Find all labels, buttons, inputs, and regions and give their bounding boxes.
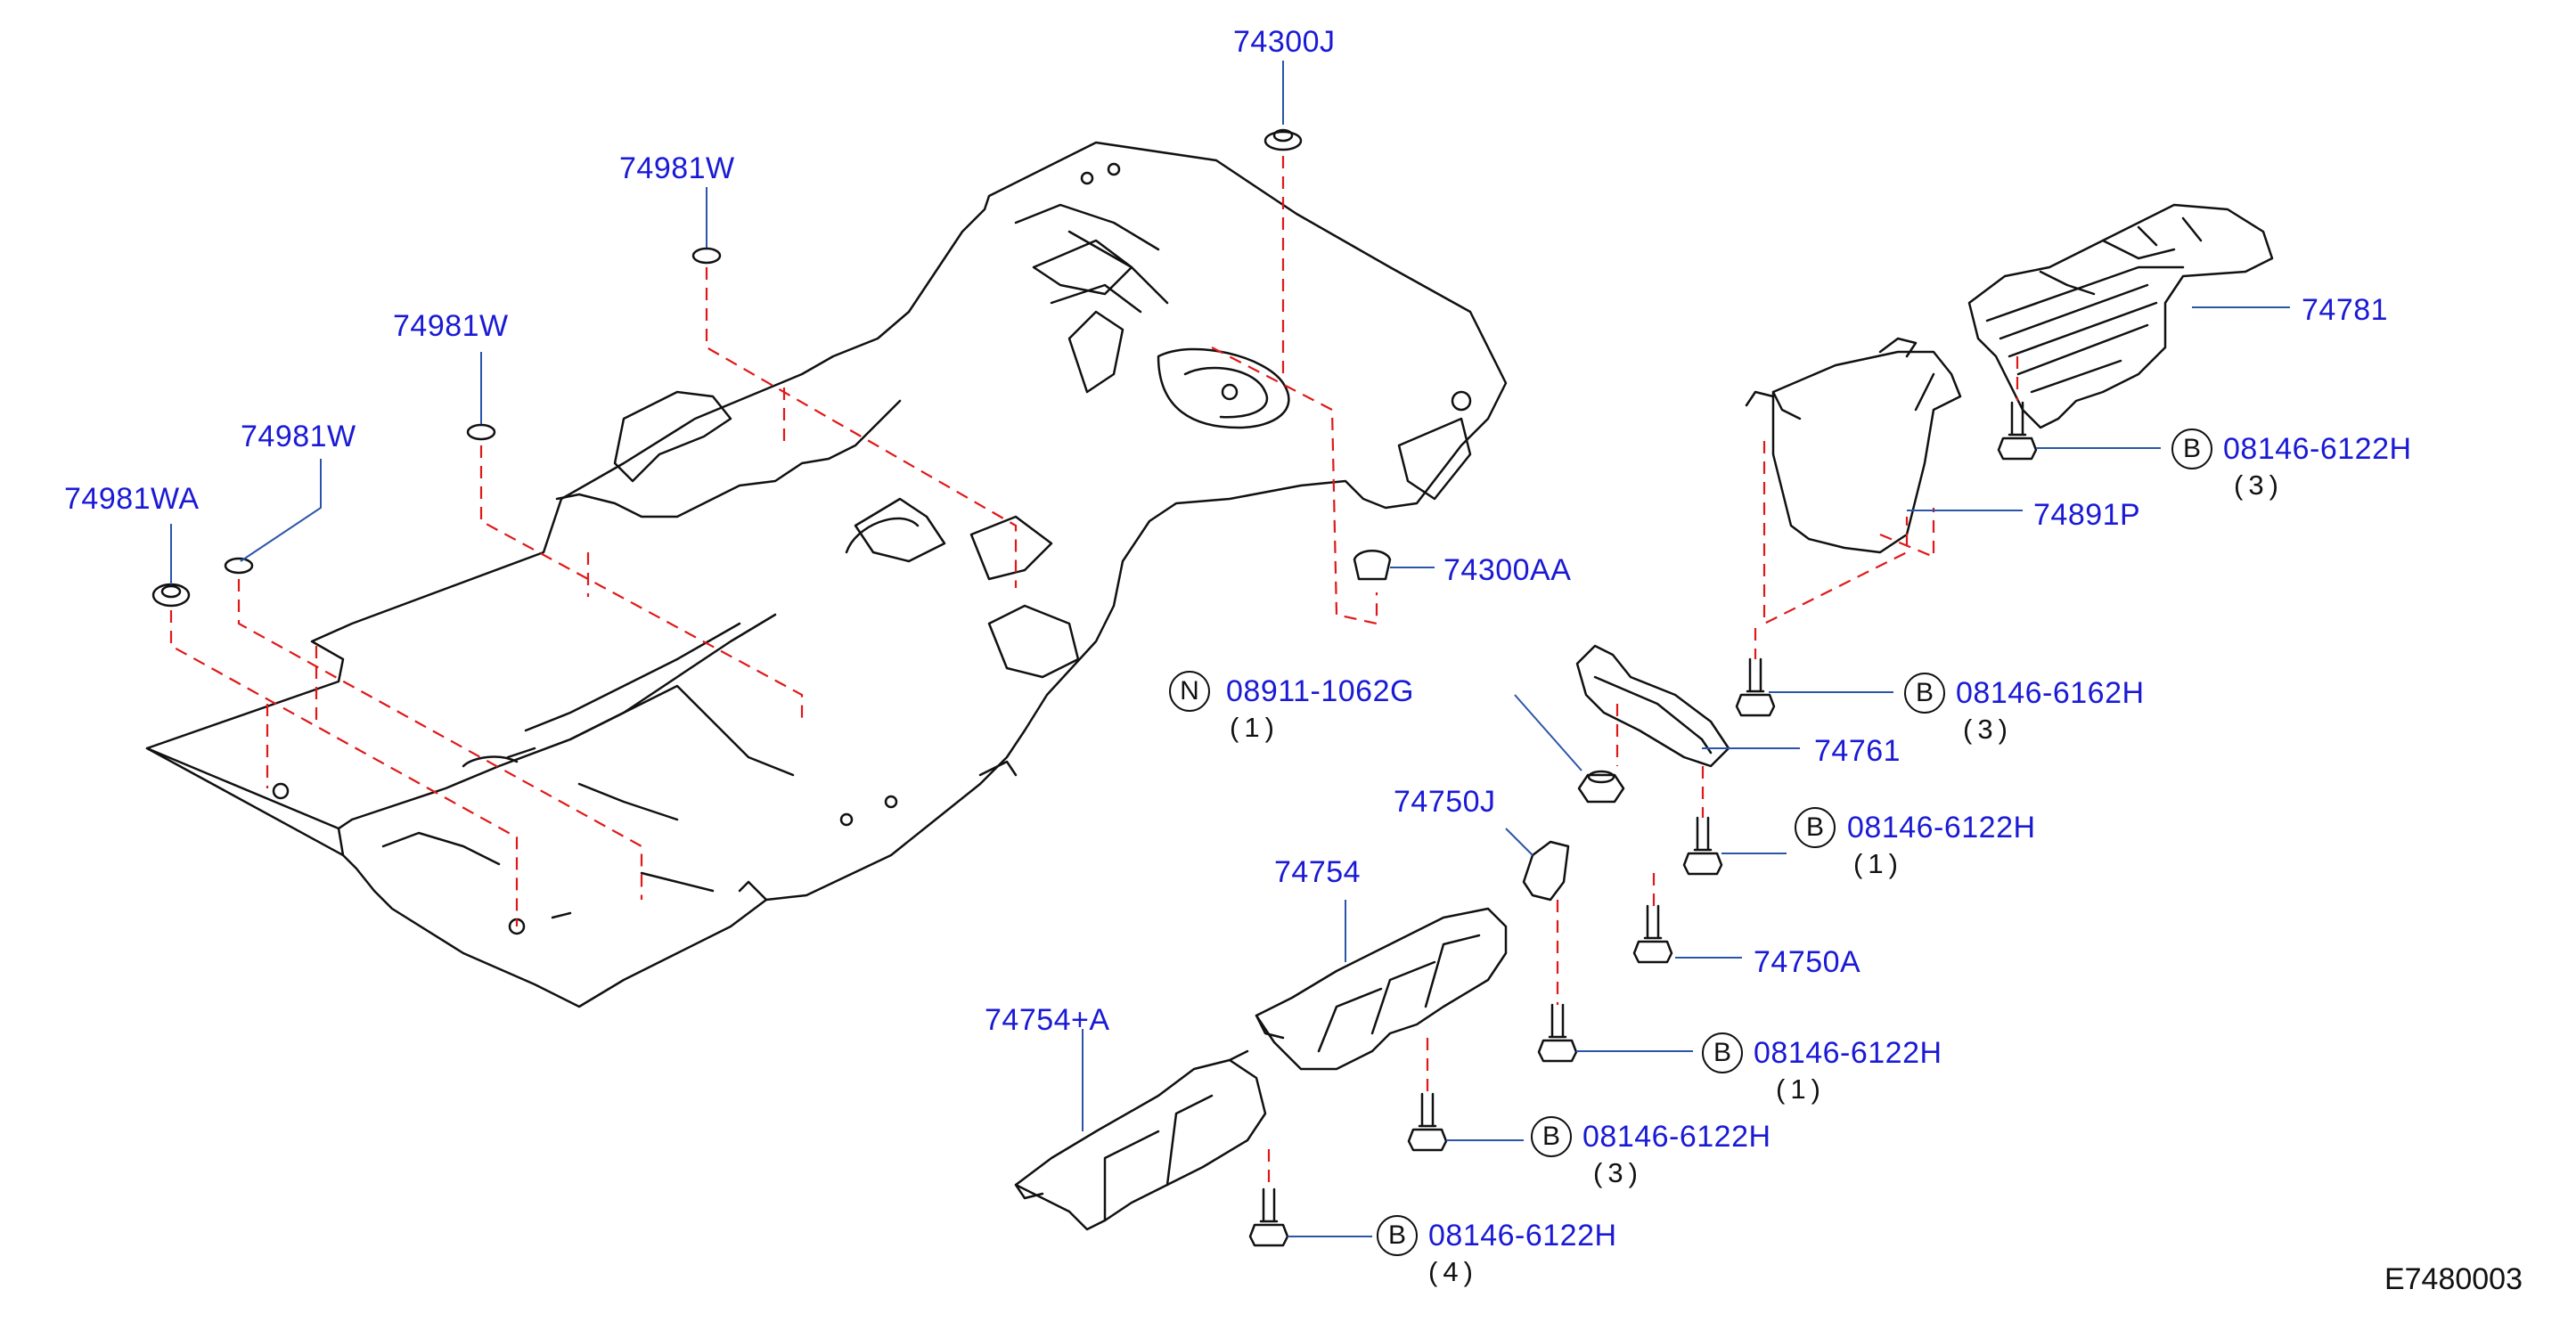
fastener-symbol-n: N [1169, 671, 1210, 712]
grommet-74981W-3-icon [224, 557, 254, 575]
fastener-symbol-b: B [1795, 807, 1836, 848]
label-74300J: 74300J [1233, 25, 1336, 59]
label-74750J: 74750J [1394, 785, 1496, 819]
insulator-74754 [1255, 907, 1508, 1071]
label-74891P: 74891P [2033, 498, 2141, 532]
fastener-symbol-b: B [1377, 1215, 1418, 1256]
fastener-quantity: (4) [1428, 1256, 1478, 1287]
label-74781: 74781 [2302, 293, 2389, 327]
label-74750A: 74750A [1754, 945, 1861, 979]
grommet-74981WA-icon [151, 583, 191, 608]
fastener-part-number: 08146-6122H [2223, 432, 2412, 466]
fastener-part-number: 08146-6122H [1428, 1219, 1617, 1253]
grommet-74981W-2-icon [466, 423, 496, 441]
label-74300AA: 74300AA [1443, 553, 1572, 587]
fastener-quantity: (3) [2234, 469, 2284, 501]
nut-icon [1577, 773, 1625, 804]
insulator-74754A [1014, 1058, 1267, 1231]
fastener-quantity: (3) [1963, 714, 2013, 745]
clip-74300AA-icon [1353, 550, 1392, 581]
figure-id: E7480003 [2384, 1262, 2523, 1296]
label-74981W-2: 74981W [393, 309, 509, 343]
bracket-74750J [1522, 840, 1570, 902]
fastener-part-number: 08146-6162H [1956, 676, 2145, 710]
fastener-symbol-b: B [1531, 1116, 1572, 1157]
grommet-74300J-icon [1263, 130, 1303, 151]
fastener-symbol-b: B [2171, 428, 2212, 469]
fastener-part-number: 08911-1062G [1226, 674, 1414, 708]
fastener-symbol-b: B [1904, 673, 1945, 714]
label-74981WA: 74981WA [64, 482, 200, 516]
fastener-part-number: 08146-6122H [1582, 1120, 1771, 1154]
fastener-part-number: 08146-6122H [1754, 1036, 1942, 1070]
fastener-quantity: (3) [1593, 1157, 1643, 1188]
bolt-icons [1248, 401, 2038, 1247]
label-74981W-3: 74981W [241, 420, 356, 453]
label-74981W-1: 74981W [619, 151, 735, 185]
label-74754: 74754 [1274, 855, 1362, 889]
insulator-74781 [1967, 203, 2274, 429]
fastener-symbol-b: B [1702, 1032, 1743, 1073]
grommet-74981W-1-icon [691, 247, 722, 265]
fastener-quantity: (1) [1853, 848, 1903, 879]
fastener-part-number: 08146-6122H [1847, 811, 2036, 845]
label-74754A: 74754+A [985, 1003, 1110, 1037]
fastener-quantity: (1) [1230, 712, 1280, 743]
label-74761: 74761 [1814, 734, 1901, 768]
fastener-quantity: (1) [1776, 1073, 1826, 1105]
floor-panel-outline [145, 141, 1508, 1008]
insulator-74891P [1771, 350, 1962, 554]
